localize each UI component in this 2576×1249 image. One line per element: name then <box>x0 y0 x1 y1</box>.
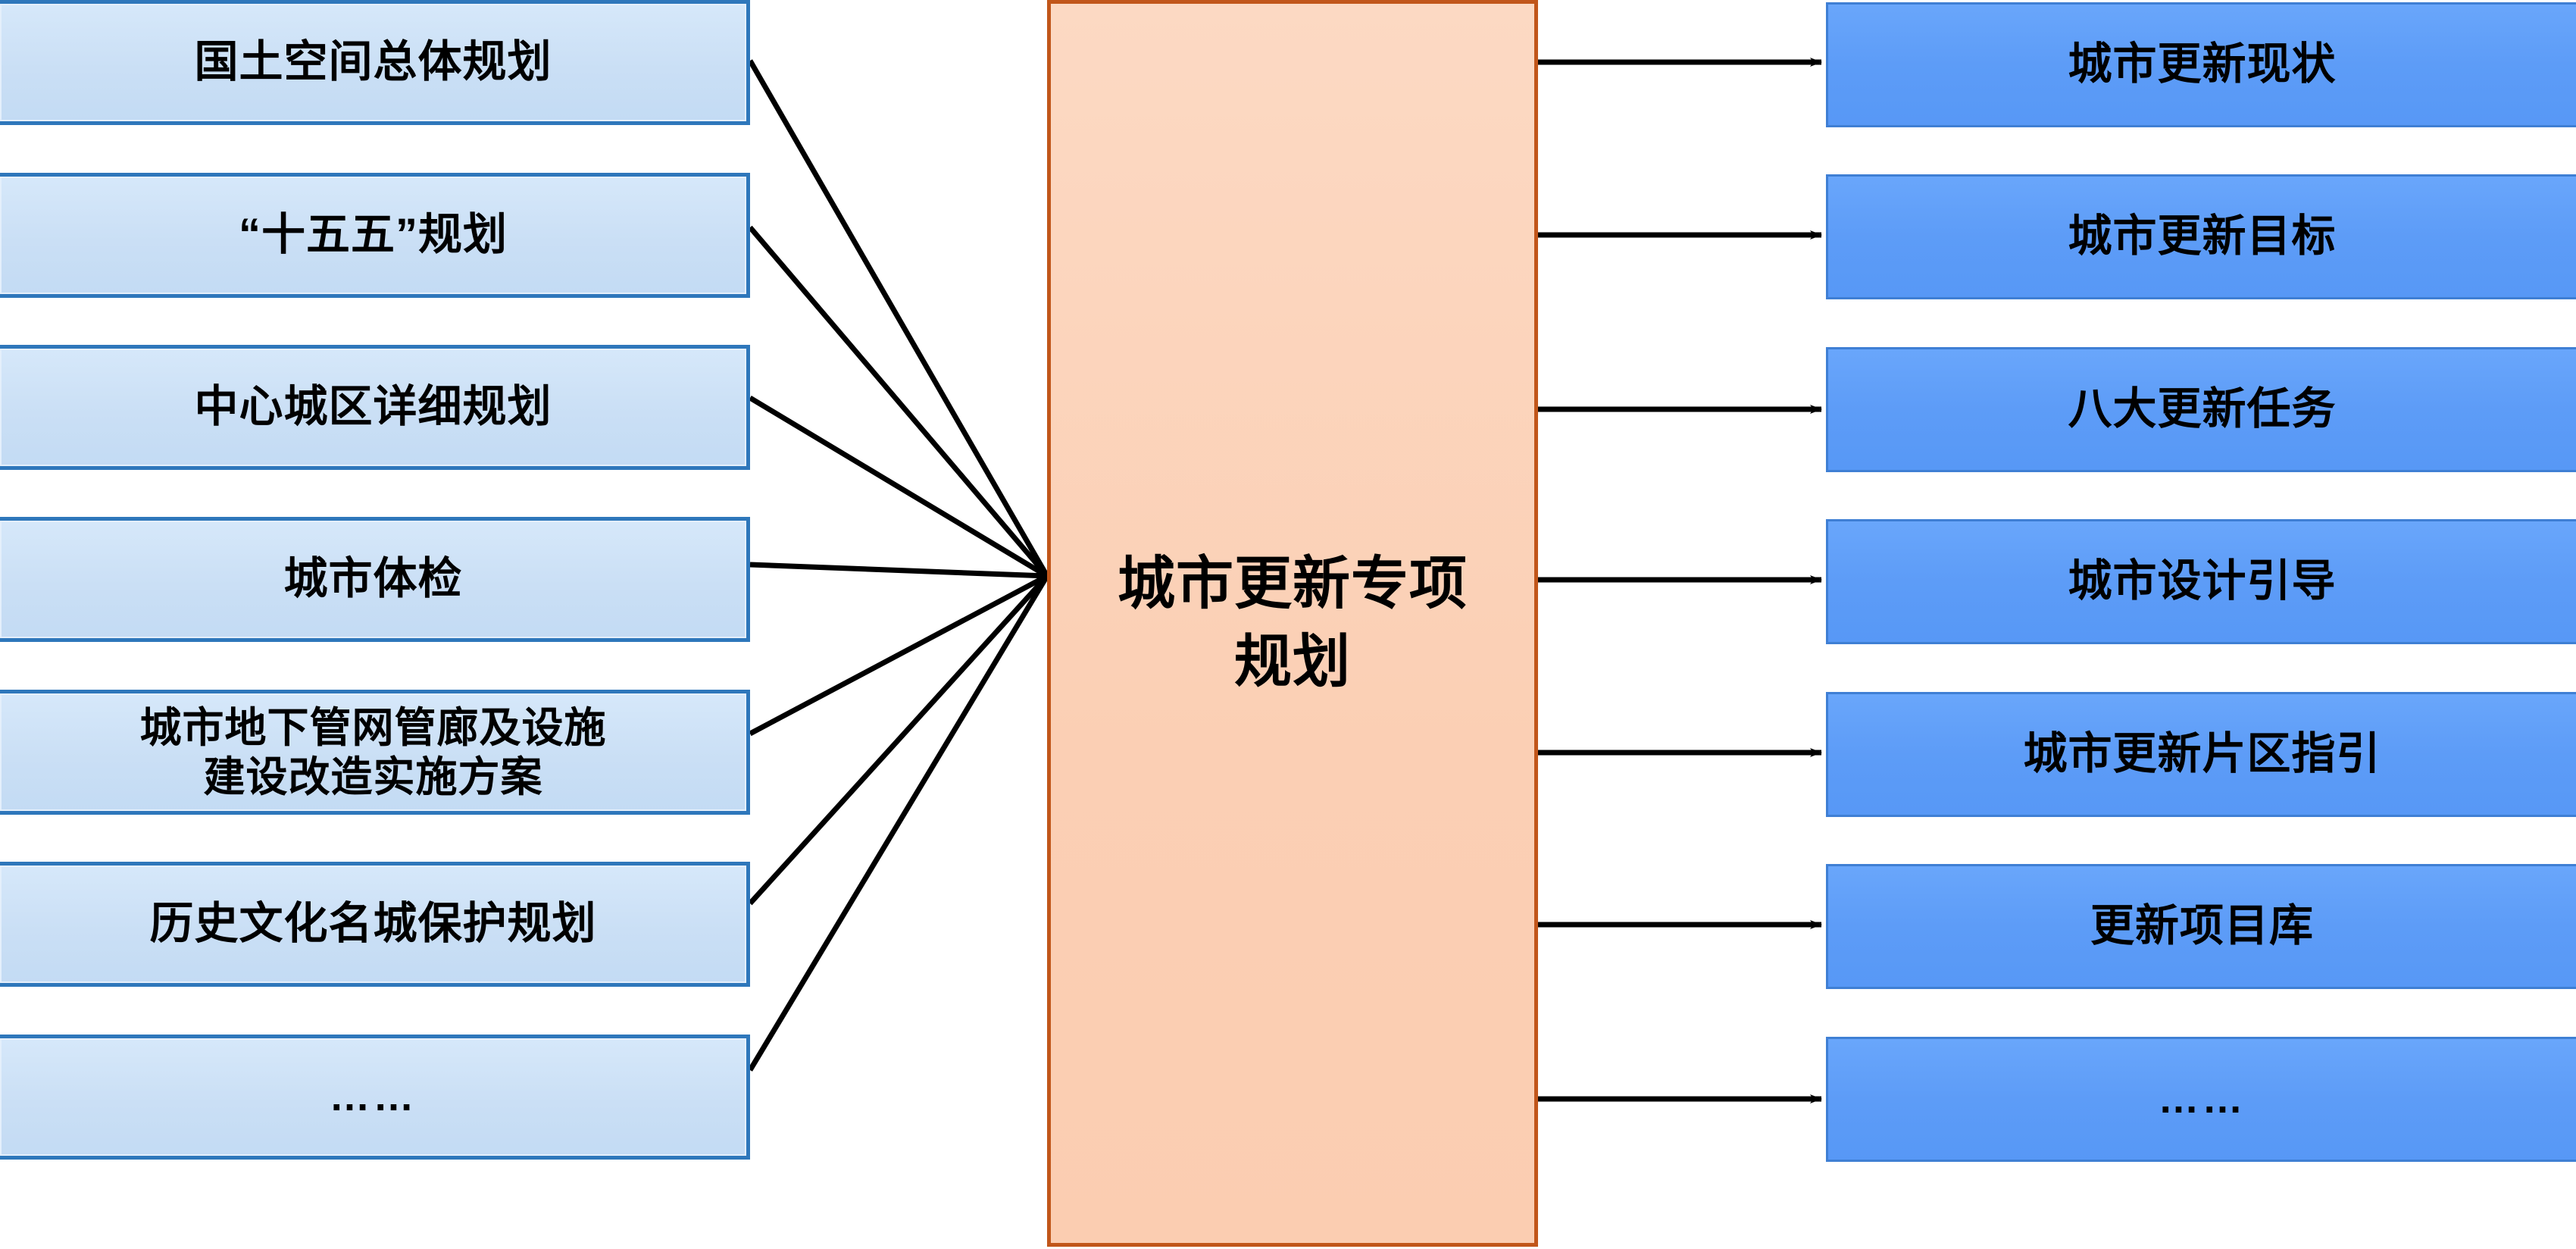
output-node-6[interactable]: 更新项目库 <box>1826 864 2576 989</box>
input-node-3-label: 中心城区详细规划 <box>194 382 552 432</box>
input-node-6-label: 历史文化名城保护规划 <box>149 899 597 949</box>
link-input-7 <box>748 574 1049 1072</box>
output-node-6-label: 更新项目库 <box>2090 901 2314 951</box>
output-node-1[interactable]: 城市更新现状 <box>1826 2 2576 127</box>
output-node-5-label: 城市更新片区指引 <box>2023 729 2381 779</box>
link-input-1 <box>747 59 1050 578</box>
fan-in-lines <box>747 59 1050 1072</box>
output-node-2-label: 城市更新目标 <box>2068 211 2337 261</box>
output-node-1-label: 城市更新现状 <box>2068 39 2337 89</box>
output-node-2[interactable]: 城市更新目标 <box>1826 174 2576 299</box>
link-input-6 <box>748 574 1049 906</box>
input-node-7-label: …… <box>329 1073 417 1119</box>
input-node-1[interactable]: 国土空间总体规划 <box>0 0 750 125</box>
input-node-5-label: 城市地下管网管廊及设施 建设改造实施方案 <box>139 703 607 800</box>
center-node-label: 城市更新专项 规划 <box>1118 551 1468 694</box>
input-node-2-label: “十五五”规划 <box>238 210 508 260</box>
input-node-4-label: 城市体检 <box>283 554 463 604</box>
input-node-7[interactable]: …… <box>0 1035 750 1160</box>
input-node-1-label: 国土空间总体规划 <box>194 37 552 87</box>
link-input-3 <box>749 395 1049 579</box>
output-node-4-label: 城市设计引导 <box>2068 556 2337 606</box>
input-node-4[interactable]: 城市体检 <box>0 517 750 642</box>
input-node-6[interactable]: 历史文化名城保护规划 <box>0 862 750 987</box>
output-node-7-label: …… <box>2158 1075 2246 1122</box>
output-node-7[interactable]: …… <box>1826 1037 2576 1162</box>
output-node-5[interactable]: 城市更新片区指引 <box>1826 692 2576 817</box>
output-node-3[interactable]: 八大更新任务 <box>1826 347 2576 472</box>
input-node-3[interactable]: 中心城区详细规划 <box>0 345 750 470</box>
link-input-2 <box>748 225 1049 578</box>
fan-out-arrows <box>1538 58 1822 1103</box>
center-node[interactable]: 城市更新专项 规划 <box>1047 0 1538 1247</box>
output-node-4[interactable]: 城市设计引导 <box>1826 519 2576 644</box>
input-node-5[interactable]: 城市地下管网管廊及设施 建设改造实施方案 <box>0 690 750 815</box>
link-input-5 <box>749 573 1049 737</box>
link-input-4 <box>749 562 1048 579</box>
output-node-3-label: 八大更新任务 <box>2068 384 2337 434</box>
input-node-2[interactable]: “十五五”规划 <box>0 173 750 298</box>
